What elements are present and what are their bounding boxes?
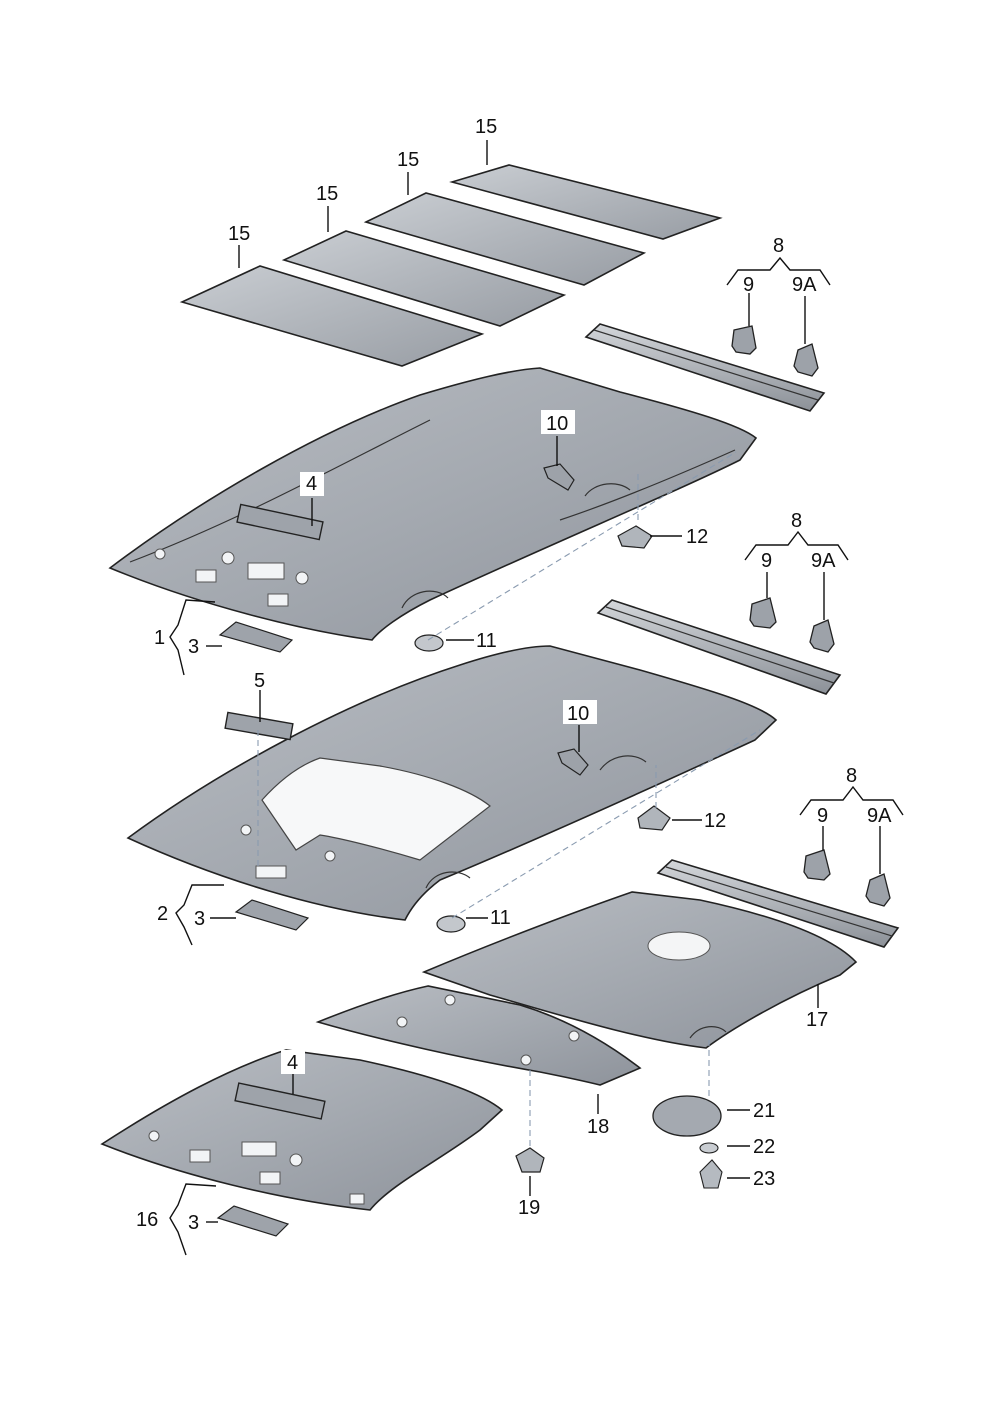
callout-22: 22 <box>753 1136 775 1158</box>
callout-10: 10 <box>567 703 589 725</box>
headliner-1 <box>108 367 758 641</box>
callout-8: 8 <box>846 765 857 787</box>
callout-18: 18 <box>587 1116 609 1138</box>
callout-19: 19 <box>518 1197 540 1219</box>
roof-rail-trim-3 <box>656 849 900 948</box>
insulation-strip-4 <box>179 265 485 367</box>
callout-11: 11 <box>490 907 511 929</box>
callout-8: 8 <box>791 510 802 532</box>
insulation-strip-3 <box>281 230 567 327</box>
foam-block-4a <box>236 503 324 541</box>
clip-9A-c <box>865 873 891 907</box>
callout-17: 17 <box>806 1009 828 1031</box>
leader-lines <box>169 256 904 1256</box>
callout-4: 4 <box>306 473 317 495</box>
grommet-11b <box>436 915 466 933</box>
callout-21: 21 <box>753 1100 775 1122</box>
callout-9: 9 <box>761 550 772 572</box>
foam-block-5 <box>224 711 294 741</box>
callout-12: 12 <box>704 810 726 832</box>
clip-9-c <box>803 849 831 881</box>
callout-15: 15 <box>475 116 497 138</box>
callout-9: 9 <box>817 805 828 827</box>
washer-22 <box>699 1142 719 1154</box>
center-opening <box>647 931 711 961</box>
insulation-strip-1 <box>449 164 723 240</box>
sunroof-opening <box>261 757 491 861</box>
roof-rail-trim-1 <box>584 323 826 412</box>
headliner-2 <box>126 645 778 921</box>
clip-9-a <box>731 325 757 355</box>
callout-15: 15 <box>316 183 338 205</box>
sun-visor-hole-1a <box>195 569 217 583</box>
headliner-panel-18 <box>315 985 642 1086</box>
clip-19 <box>515 1147 545 1173</box>
callout-16: 16 <box>136 1209 158 1231</box>
callout-15: 15 <box>228 223 250 245</box>
callout-2: 2 <box>157 903 168 925</box>
callout-12: 12 <box>686 526 708 548</box>
clip-9-b <box>749 597 777 629</box>
callout-4: 4 <box>287 1052 298 1074</box>
callout-9A: 9A <box>811 550 836 572</box>
callout-11: 11 <box>476 630 497 652</box>
headliner-16 <box>100 1049 504 1211</box>
grab-handle-3a <box>218 621 294 653</box>
clip-12b <box>637 805 671 831</box>
callout-8: 8 <box>773 235 784 257</box>
screw-23 <box>699 1159 723 1189</box>
callout-9: 9 <box>743 274 754 296</box>
clip-12a <box>617 525 653 549</box>
foam-block-4b <box>234 1082 326 1120</box>
callout-10: 10 <box>546 413 568 435</box>
roof-rail-trim-2 <box>596 597 842 695</box>
grommet-11a <box>414 634 444 652</box>
grab-handle-3c <box>216 1205 290 1237</box>
callout-9A: 9A <box>792 274 817 296</box>
callout-labels: 15 15 15 15 8 9 9A 10 4 12 11 1 3 8 9 9A… <box>136 116 892 1234</box>
callout-23: 23 <box>753 1168 775 1190</box>
callout-1: 1 <box>154 627 165 649</box>
callout-15: 15 <box>397 149 419 171</box>
holder-10b <box>557 748 589 776</box>
callout-3: 3 <box>188 1212 199 1234</box>
callout-3: 3 <box>194 908 205 930</box>
bracket-21 <box>652 1095 722 1137</box>
clip-9A-b <box>809 619 835 653</box>
light-cutout-1 <box>247 562 285 580</box>
insulation-strip-2 <box>363 192 647 286</box>
callout-5: 5 <box>254 670 265 692</box>
grab-handle-3b <box>234 899 310 931</box>
insulation-strips <box>179 140 723 367</box>
headliner-rear-17 <box>421 891 858 1049</box>
sun-visor-hole-1b <box>267 593 289 607</box>
callout-3: 3 <box>188 636 199 658</box>
clip-9A-a <box>793 343 819 377</box>
callout-9A: 9A <box>867 805 892 827</box>
